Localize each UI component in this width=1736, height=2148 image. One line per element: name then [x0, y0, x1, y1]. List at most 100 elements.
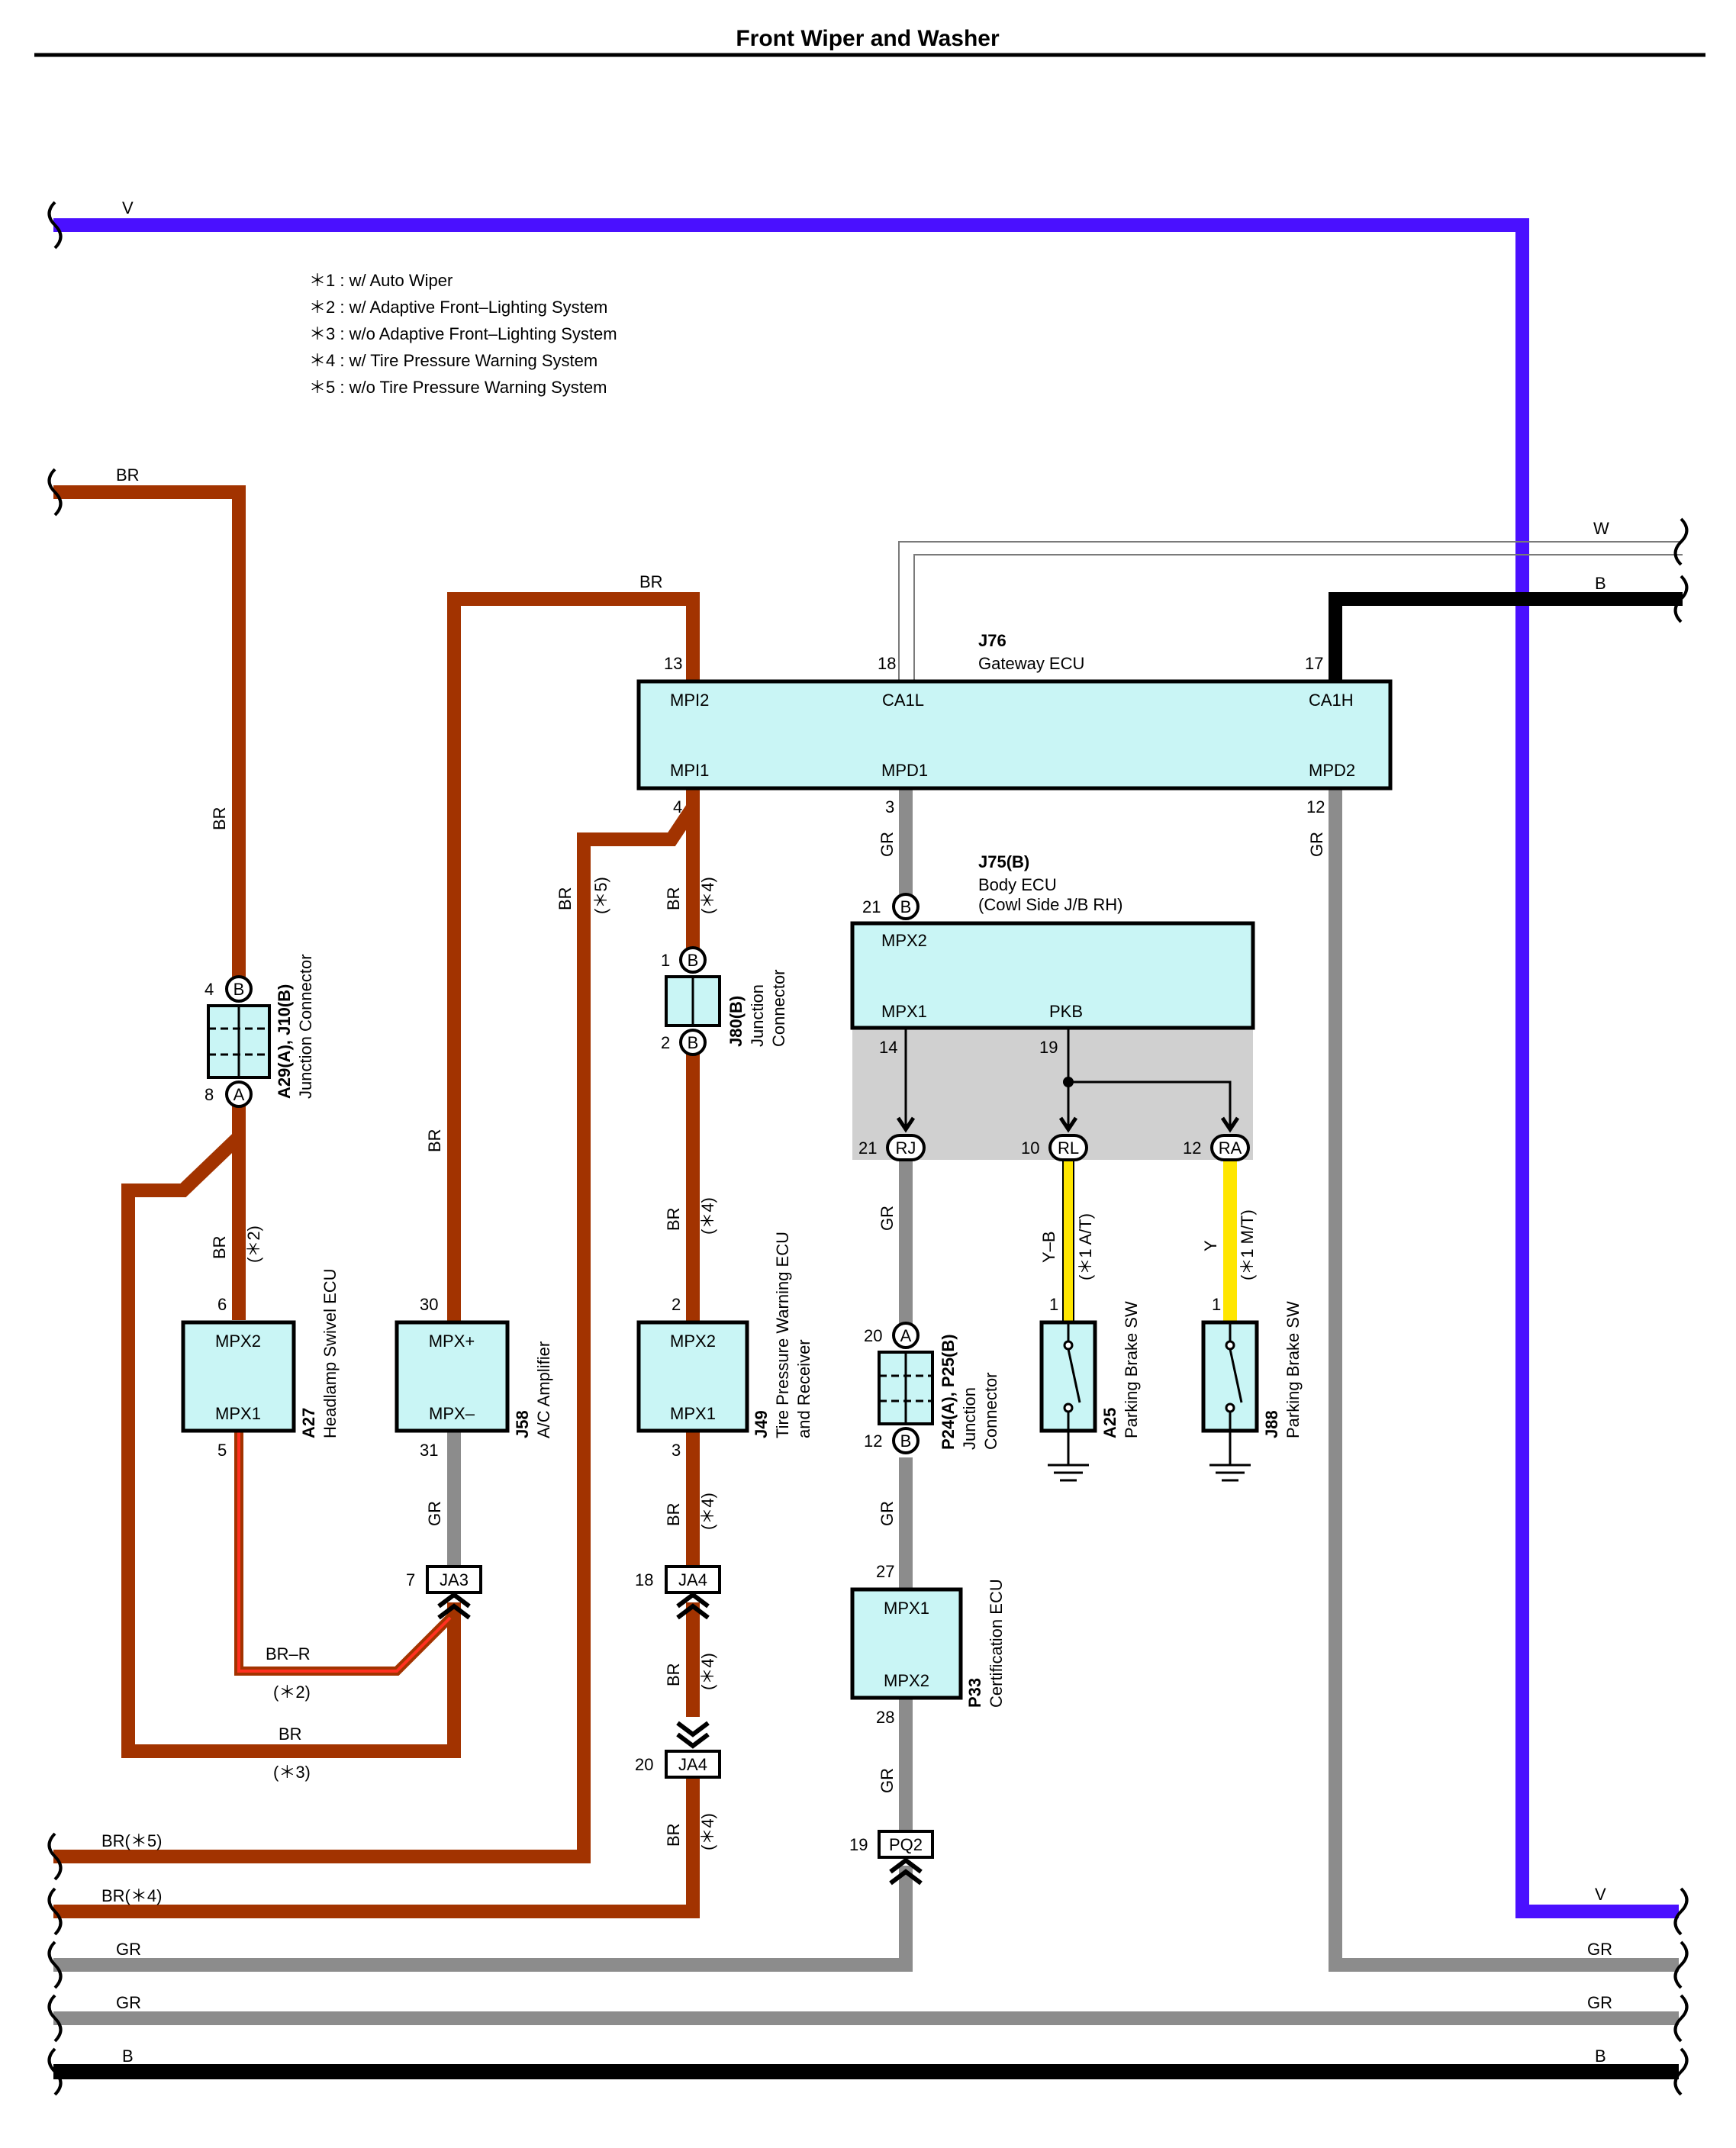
j76-pin-mpi1: MPI1: [670, 761, 709, 780]
junction-connector-p24-p25: A 20 B 12 P24(A), P25(B) Junction Connec…: [864, 1322, 1000, 1454]
note-4: ＊4 : w/ Tire Pressure Warning System: [309, 351, 597, 370]
svg-text:PQ2: PQ2: [889, 1835, 923, 1854]
wire-gr-mpd2: [1329, 787, 1679, 1972]
svg-text:Connector: Connector: [769, 969, 788, 1047]
svg-text:MPX1: MPX1: [884, 1599, 929, 1618]
j76-pin-ca1l: CA1L: [882, 691, 924, 710]
j75-name: Body ECU: [978, 875, 1057, 894]
svg-text:10: 10: [1021, 1138, 1039, 1158]
svg-text:MPX+: MPX+: [429, 1332, 475, 1351]
wire-pkb-ra: [1068, 1080, 1232, 1128]
note-3: ＊3 : w/o Adaptive Front–Lighting System: [309, 324, 617, 343]
svg-text:30: 30: [420, 1295, 438, 1314]
j75-connector-letter: B: [900, 897, 912, 916]
svg-text:18: 18: [635, 1570, 653, 1589]
svg-text:V: V: [1595, 1885, 1606, 1904]
svg-text:MPX2: MPX2: [670, 1332, 716, 1351]
svg-text:MPX–: MPX–: [429, 1404, 475, 1423]
svg-text:J80(B): J80(B): [726, 996, 746, 1047]
j76-pin-18: 18: [878, 654, 896, 673]
svg-text:J88: J88: [1262, 1410, 1281, 1438]
svg-text:BR: BR: [210, 807, 229, 830]
svg-text:6: 6: [217, 1295, 227, 1314]
svg-text:A25: A25: [1100, 1408, 1119, 1438]
svg-text:RA: RA: [1219, 1138, 1242, 1158]
wire-break-marks: [47, 201, 1689, 2096]
svg-text:JA3: JA3: [440, 1570, 469, 1589]
svg-text:GR: GR: [878, 1768, 897, 1793]
svg-text:27: 27: [876, 1562, 894, 1581]
svg-text:BR: BR: [664, 887, 683, 910]
svg-text:B: B: [688, 1033, 699, 1052]
svg-text:1: 1: [661, 951, 670, 970]
junction-connector-j80: B 1 B 2 J80(B) Junction Connector: [661, 946, 788, 1056]
svg-text:Connector: Connector: [981, 1372, 1000, 1450]
connector-ja4-20: JA4 20: [635, 1721, 721, 1779]
j76-id: J76: [978, 631, 1006, 650]
connector-ja3: JA3 7: [406, 1565, 482, 1620]
svg-text:12: 12: [864, 1431, 882, 1451]
svg-text:28: 28: [876, 1708, 894, 1727]
svg-text:Certification ECU: Certification ECU: [987, 1579, 1006, 1708]
svg-text:RJ: RJ: [896, 1138, 916, 1158]
svg-text:BR: BR: [556, 887, 575, 910]
ac-amplifier-j58: MPX+ MPX– 30 31 J58 A/C Amplifier: [395, 1295, 553, 1460]
svg-text:8: 8: [205, 1085, 214, 1104]
wire-br-branch-bottom: [121, 1132, 461, 1758]
svg-text:B: B: [1595, 2047, 1606, 2066]
svg-text:Junction: Junction: [748, 984, 767, 1047]
svg-text:B: B: [1595, 574, 1606, 593]
parking-brake-switch-j88: 1 J88 Parking Brake SW: [1201, 1295, 1303, 1482]
svg-text:V: V: [122, 198, 134, 217]
svg-text:BR: BR: [116, 465, 140, 485]
footnotes: ＊1 : w/ Auto Wiper ＊2 : w/ Adaptive Fron…: [309, 271, 617, 397]
svg-text:5: 5: [217, 1441, 227, 1460]
j76-pin-17: 17: [1305, 654, 1323, 673]
svg-text:BR: BR: [664, 1663, 683, 1686]
j75-id: J75(B): [978, 852, 1029, 871]
svg-text:A: A: [234, 1085, 245, 1104]
j76-name: Gateway ECU: [978, 654, 1084, 673]
splice-point: [1063, 1077, 1074, 1087]
svg-text:(＊5): (＊5): [591, 877, 610, 914]
svg-text:BR: BR: [664, 1823, 683, 1847]
j75-pin-pkb: PKB: [1049, 1002, 1083, 1021]
j76-pin-mpi2: MPI2: [670, 691, 709, 710]
svg-text:BR–R: BR–R: [266, 1644, 311, 1663]
svg-text:31: 31: [420, 1441, 438, 1460]
svg-text:BR: BR: [639, 572, 663, 591]
svg-text:B: B: [900, 1431, 912, 1451]
j76-pin-13: 13: [664, 654, 682, 673]
connector-ra: RA 12: [1183, 1134, 1250, 1161]
j75-pin-21: 21: [862, 897, 881, 916]
svg-text:Headlamp Swivel ECU: Headlamp Swivel ECU: [320, 1268, 340, 1438]
svg-text:and Receiver: and Receiver: [794, 1339, 813, 1438]
svg-text:7: 7: [406, 1570, 415, 1589]
svg-text:GR: GR: [1587, 1993, 1612, 2012]
svg-text:GR: GR: [878, 832, 897, 857]
wire-w-inner: [913, 554, 1683, 681]
svg-text:Parking Brake SW: Parking Brake SW: [1283, 1301, 1303, 1438]
svg-text:A/C Amplifier: A/C Amplifier: [534, 1341, 553, 1438]
svg-text:2: 2: [661, 1033, 670, 1052]
svg-text:BR: BR: [279, 1725, 302, 1744]
j76-pin-ca1h: CA1H: [1309, 691, 1354, 710]
svg-text:1: 1: [1212, 1295, 1221, 1314]
svg-text:BR: BR: [210, 1235, 229, 1259]
wire-br-j58: [447, 592, 700, 1322]
svg-text:Parking Brake SW: Parking Brake SW: [1122, 1301, 1141, 1438]
svg-text:(＊2): (＊2): [244, 1225, 263, 1263]
diagram-title: Front Wiper and Washer: [736, 26, 1000, 51]
svg-text:BR: BR: [664, 1502, 683, 1526]
svg-text:P33: P33: [965, 1678, 984, 1708]
svg-text:BR(＊4): BR(＊4): [101, 1886, 162, 1905]
svg-text:GR: GR: [1307, 832, 1326, 857]
svg-text:GR: GR: [116, 1940, 141, 1959]
j75-pin-mpx2: MPX2: [881, 931, 927, 950]
svg-text:(＊2): (＊2): [273, 1683, 311, 1702]
svg-text:A: A: [900, 1326, 912, 1345]
connector-rl: RL 10: [1021, 1134, 1088, 1161]
j76-pin-3: 3: [885, 797, 894, 816]
connector-ja4-18: JA4 18: [635, 1565, 721, 1620]
svg-text:Junction: Junction: [960, 1387, 979, 1450]
